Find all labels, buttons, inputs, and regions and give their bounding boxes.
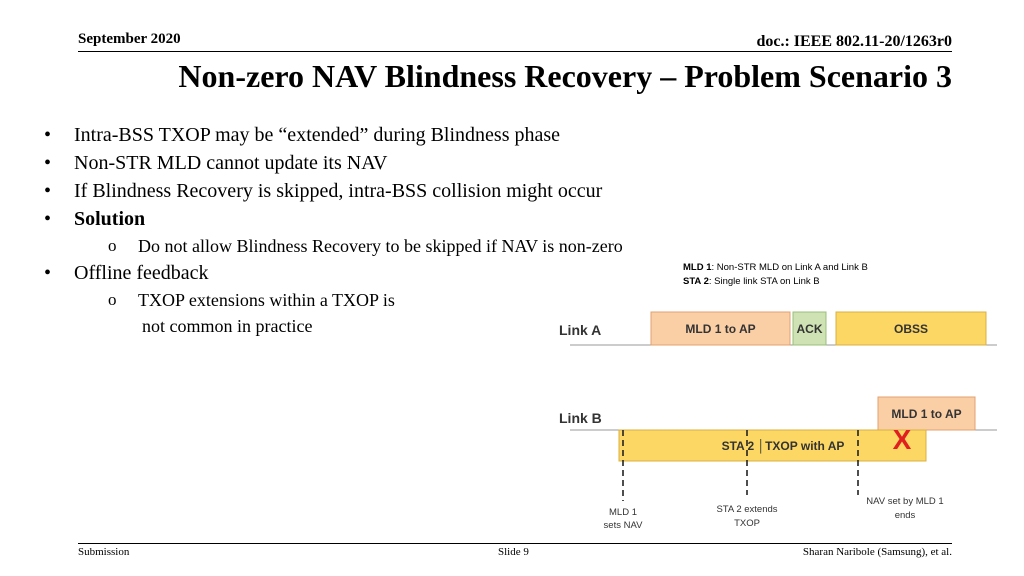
header-date: September 2020 — [78, 31, 181, 47]
bullet-text: Intra-BSS TXOP may be “extended” during … — [74, 124, 561, 146]
footer-divider — [78, 543, 952, 544]
mld1-to-ap-label-link-b: MLD 1 to AP — [891, 407, 961, 421]
sub-bullet-marker: o — [108, 236, 117, 255]
sub-bullet-item: o Do not allow Blindness Recovery to be … — [44, 233, 744, 259]
bullet-item: • Non-STR MLD cannot update its NAV — [44, 149, 744, 177]
mld1-to-ap-box-link-a — [650, 311, 791, 346]
legend-sta2-key: STA 2 — [683, 276, 709, 287]
bullet-marker: • — [44, 262, 52, 284]
bullet-marker: • — [44, 124, 52, 146]
bullet-marker: • — [44, 152, 52, 174]
timing-diagram: MLD 1: Non-STR MLD on Link A and Link B … — [559, 262, 997, 531]
bullet-text: Offline feedback — [74, 262, 209, 284]
slide-title: Non-zero NAV Blindness Recovery – Proble… — [178, 58, 952, 94]
bullet-item: • Solution — [44, 205, 744, 233]
bullet-item: • If Blindness Recovery is skipped, intr… — [44, 177, 744, 205]
header-divider — [78, 51, 952, 52]
bullet-item: • Intra-BSS TXOP may be “extended” durin… — [44, 121, 744, 149]
legend-mld1: MLD 1: Non-STR MLD on Link A and Link B — [683, 262, 868, 273]
bullet-item: • Offline feedback — [44, 259, 744, 287]
ack-box — [792, 311, 827, 346]
collision-x-icon: X — [893, 424, 912, 455]
sub-bullet-marker: o — [108, 290, 117, 309]
footer-submission: Submission — [78, 546, 130, 558]
annotation-mld1-sets-nav-line1: MLD 1 — [609, 507, 637, 518]
annotation-sta2-extends-line2: TXOP — [734, 518, 760, 529]
bullet-text: Solution — [74, 208, 146, 230]
sub-bullet-item: o TXOP extensions within a TXOP is — [44, 287, 744, 313]
header-doc-id: doc.: IEEE 802.11-20/1263r0 — [756, 33, 952, 50]
bullet-list: • Intra-BSS TXOP may be “extended” durin… — [44, 121, 744, 339]
bullet-marker: • — [44, 208, 52, 230]
footer-slide-number: Slide 9 — [498, 546, 529, 558]
bullet-text: If Blindness Recovery is skipped, intra-… — [74, 180, 603, 202]
annotation-nav-ends-line1: NAV set by MLD 1 — [866, 496, 943, 507]
link-b-label: Link B — [559, 410, 602, 426]
ack-label: ACK — [797, 322, 823, 336]
legend-sta2-desc: : Single link STA on Link B — [709, 276, 820, 287]
sta2-txop-box — [618, 429, 927, 462]
obss-box — [835, 311, 987, 346]
legend-sta2: STA 2: Single link STA on Link B — [683, 276, 820, 287]
legend-mld1-desc: : Non-STR MLD on Link A and Link B — [712, 262, 868, 273]
obss-label: OBSS — [894, 322, 928, 336]
sub-bullet-text: Do not allow Blindness Recovery to be sk… — [138, 236, 623, 256]
footer-authors: Sharan Naribole (Samsung), et al. — [802, 546, 952, 558]
annotation-nav-ends-line2: ends — [895, 510, 916, 521]
annotation-sta2-extends-line1: STA 2 extends — [716, 504, 777, 515]
sub-bullet-text: TXOP extensions within a TXOP is — [138, 290, 395, 310]
mld1-to-ap-label-link-a: MLD 1 to AP — [685, 322, 755, 336]
mld1-to-ap-box-link-b — [877, 396, 976, 431]
sub-bullet-continuation: not common in practice — [142, 316, 313, 336]
link-a-label: Link A — [559, 322, 601, 338]
bullet-text: Non-STR MLD cannot update its NAV — [74, 152, 388, 174]
bullet-marker: • — [44, 180, 52, 202]
legend-mld1-key: MLD 1 — [683, 262, 712, 273]
annotation-mld1-sets-nav-line2: sets NAV — [604, 520, 644, 531]
sta2-txop-label: STA 2 │TXOP with AP — [722, 439, 845, 454]
